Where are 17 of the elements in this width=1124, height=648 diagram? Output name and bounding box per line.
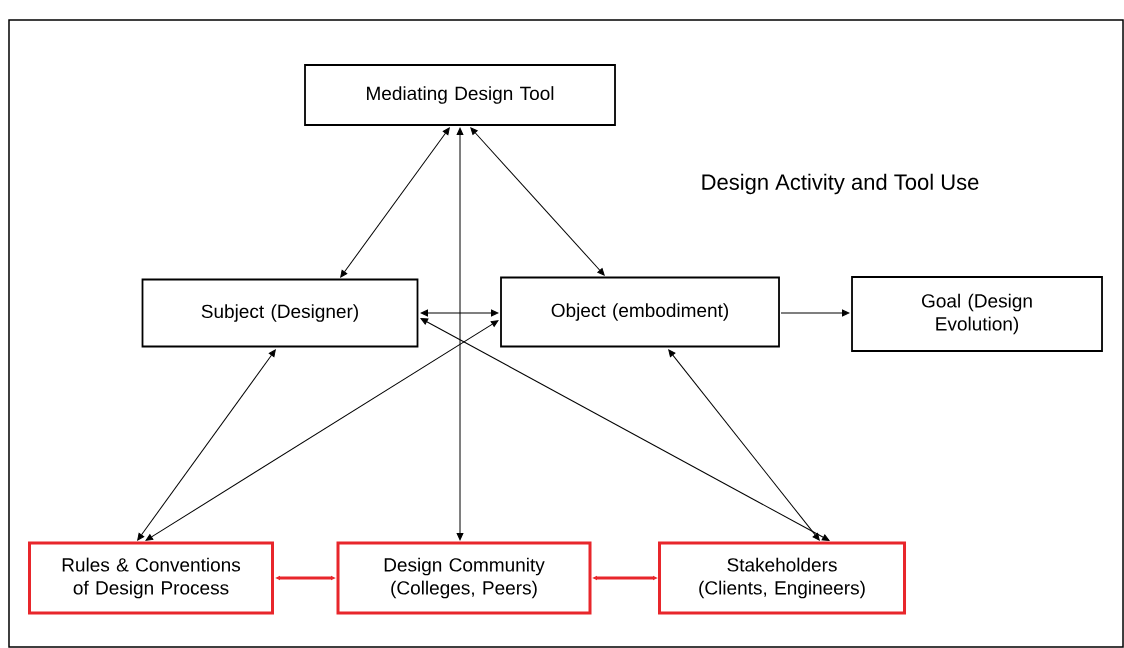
arrow bbox=[456, 127, 464, 541]
arrow bbox=[420, 318, 830, 541]
title: Design Activity and Tool Use bbox=[702, 173, 979, 195]
arrow bbox=[340, 127, 450, 278]
arrow bbox=[780, 309, 850, 317]
box: Object (embodiment) bbox=[500, 276, 780, 348]
box: Goal (Design Evolution) bbox=[851, 276, 1103, 352]
arrow bbox=[145, 320, 499, 541]
arrow bbox=[470, 127, 605, 276]
box: Mediating Design Tool bbox=[304, 64, 616, 126]
highlighted-box: Stakeholders (Clients, Engineers) bbox=[658, 541, 906, 615]
arrow bbox=[137, 349, 276, 541]
arrow bbox=[668, 349, 820, 541]
box: Subject (Designer) bbox=[141, 278, 419, 348]
highlighted-box: Design Community (Colleges, Peers) bbox=[336, 541, 592, 615]
highlighted-box: Rules & Conventions of Design Process bbox=[28, 541, 274, 615]
arrow bbox=[420, 309, 499, 317]
